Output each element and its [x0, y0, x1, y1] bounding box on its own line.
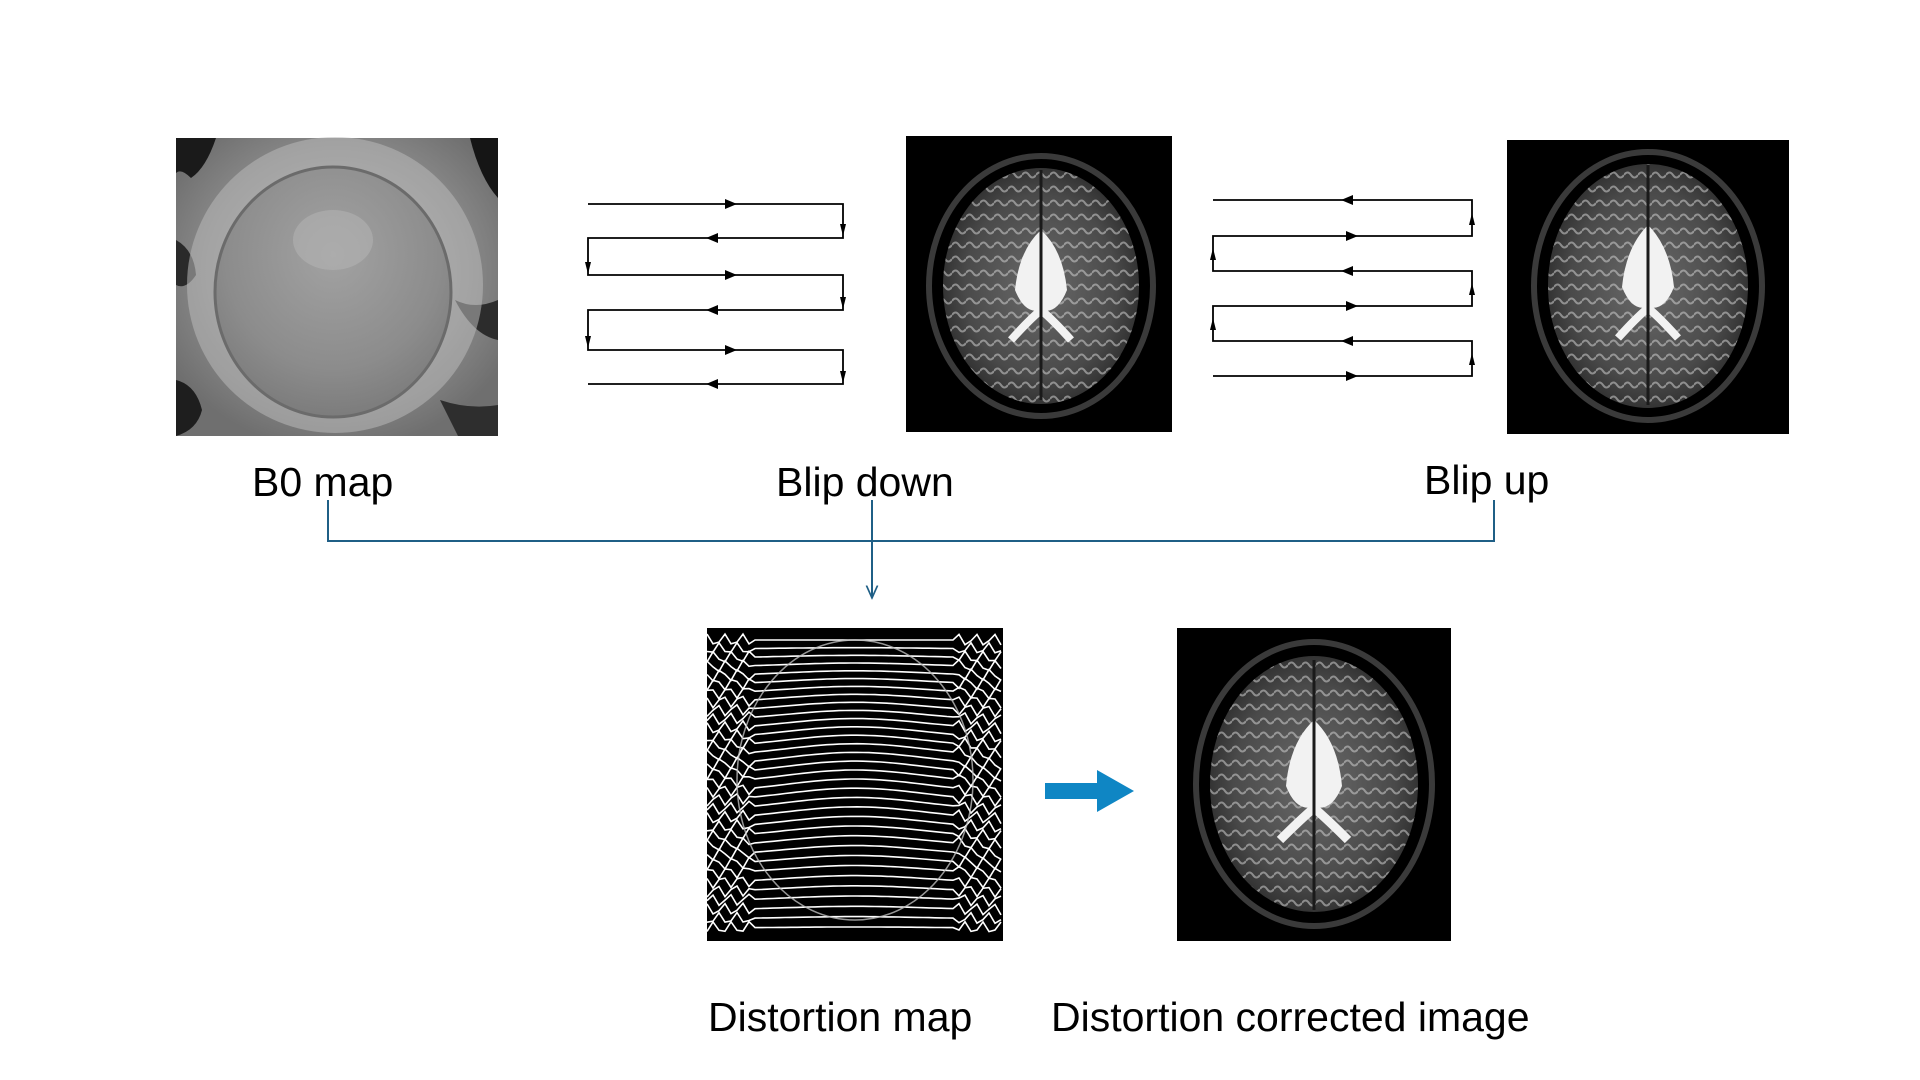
distortion-stripe — [706, 734, 1002, 752]
distortion-corrected-image — [1177, 628, 1451, 941]
distortion-stripe — [706, 893, 1002, 908]
distortion-map-image — [706, 628, 1003, 941]
distortion-stripe — [706, 805, 1002, 824]
distortion-stripe — [706, 677, 1002, 692]
distortion-stripe — [706, 854, 1002, 871]
distortion-stripe — [706, 796, 1002, 816]
label-distortion-map: Distortion map — [708, 994, 973, 1040]
distortion-stripe — [706, 751, 1002, 771]
label-blip-down: Blip down — [776, 459, 954, 505]
distortion-stripe — [706, 874, 1002, 890]
blip-up-trajectory — [1210, 195, 1475, 381]
blip-down-brain-image — [906, 136, 1172, 432]
connector-b0 — [327, 500, 1495, 542]
distortion-stripe — [706, 709, 1002, 727]
distortion-stripe — [706, 726, 1002, 743]
distortion-stripe — [706, 787, 1002, 808]
distortion-stripe — [706, 825, 1002, 841]
distortion-stripe — [706, 920, 1002, 933]
distortion-stripe — [706, 742, 1002, 761]
label-distortion-corrected: Distortion corrected image — [1051, 994, 1530, 1040]
distortion-stripe — [706, 778, 1002, 799]
distortion-stripe — [706, 717, 1002, 735]
distortion-stripe — [706, 685, 1002, 701]
distortion-stripe — [706, 884, 1002, 899]
distortion-stripe — [706, 701, 1002, 719]
distortion-stripe — [706, 649, 1002, 663]
distortion-stripe — [706, 834, 1002, 851]
connector-lines — [327, 500, 1495, 598]
distortion-stripe — [706, 658, 1002, 673]
distortion-stripe — [706, 844, 1002, 862]
distortion-stripe — [706, 815, 1002, 833]
distortion-stripe — [706, 911, 1002, 925]
blip-down-trajectory — [585, 199, 846, 389]
label-b0-map: B0 map — [252, 459, 394, 505]
distortion-stripe — [706, 760, 1002, 780]
label-blip-up: Blip up — [1424, 457, 1550, 503]
distortion-stripe — [706, 667, 1002, 683]
distortion-stripe — [706, 901, 1002, 916]
b0-map-image — [176, 137, 498, 436]
distortion-stripe — [706, 641, 1002, 654]
process-arrow-icon — [1045, 770, 1134, 812]
distortion-stripe — [706, 769, 1002, 790]
distortion-stripe — [706, 864, 1002, 881]
blip-up-brain-image — [1507, 140, 1789, 434]
